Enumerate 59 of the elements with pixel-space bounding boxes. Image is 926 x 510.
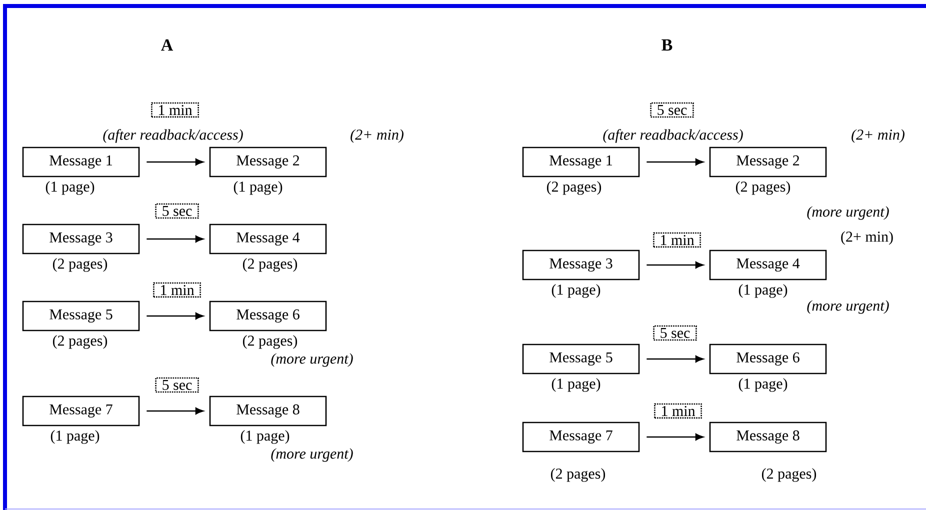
arrow bbox=[646, 262, 704, 268]
delay-condition: (after readback/access) bbox=[103, 129, 243, 143]
delay-box: 5 sec bbox=[155, 377, 199, 393]
page-count: (2 pages) bbox=[736, 181, 790, 195]
delay-note: (2+ min) bbox=[350, 129, 404, 143]
page-count: (1 page) bbox=[240, 430, 290, 444]
message-box: Message 5 bbox=[522, 344, 640, 374]
delay-box: 1 min bbox=[653, 232, 701, 248]
urgency-note: (more urgent) bbox=[271, 448, 353, 462]
page-count: (1 page) bbox=[552, 284, 600, 298]
urgency-note: (more urgent) bbox=[807, 206, 889, 220]
delay-box: 5 sec bbox=[650, 102, 694, 118]
message-box: Message 8 bbox=[709, 422, 827, 452]
urgency-note: (more urgent) bbox=[271, 353, 353, 367]
page-count: (2 pages) bbox=[242, 258, 298, 272]
message-box: Message 1 bbox=[522, 146, 640, 178]
panel-letter: A bbox=[161, 39, 174, 51]
delay-note: (2+ min) bbox=[852, 129, 904, 143]
message-box: Message 5 bbox=[22, 300, 140, 332]
message-box: Message 3 bbox=[22, 224, 140, 254]
message-box: Message 7 bbox=[522, 422, 640, 452]
message-box: Message 1 bbox=[22, 146, 140, 178]
arrow bbox=[146, 312, 204, 320]
panel-letter: B bbox=[662, 39, 672, 51]
page-count: (1 page) bbox=[552, 378, 600, 392]
arrow bbox=[146, 158, 204, 166]
message-box: Message 2 bbox=[709, 146, 827, 178]
page-count: (1 page) bbox=[50, 430, 100, 444]
page-count: (1 page) bbox=[234, 181, 282, 195]
arrow bbox=[146, 236, 204, 242]
page-count: (2 pages) bbox=[550, 468, 606, 482]
delay-box: 1 min bbox=[151, 102, 199, 118]
urgency-note: (more urgent) bbox=[807, 300, 889, 314]
delay-condition: (after readback/access) bbox=[603, 129, 743, 143]
page-count: (1 page) bbox=[46, 181, 94, 195]
message-box: Message 4 bbox=[209, 224, 327, 254]
message-box: Message 2 bbox=[209, 146, 327, 178]
message-box: Message 6 bbox=[709, 344, 827, 374]
page-count: (2 pages) bbox=[762, 468, 816, 482]
arrow bbox=[646, 356, 704, 362]
message-box: Message 7 bbox=[22, 396, 140, 426]
arrow bbox=[646, 158, 704, 166]
delay-box: 1 min bbox=[654, 403, 702, 419]
page-count: (2 pages) bbox=[52, 258, 108, 272]
delay-box: 5 sec bbox=[653, 325, 697, 341]
page-count: (2 pages) bbox=[546, 181, 602, 195]
page-count: (2 pages) bbox=[242, 335, 298, 349]
arrow bbox=[646, 434, 704, 440]
message-box: Message 8 bbox=[209, 396, 327, 426]
arrow bbox=[146, 408, 204, 414]
delay-note: (2+ min) bbox=[841, 231, 893, 245]
message-box: Message 6 bbox=[209, 300, 327, 332]
page-count: (1 page) bbox=[738, 378, 788, 392]
delay-box: 5 sec bbox=[155, 203, 199, 219]
delay-box: 1 min bbox=[153, 282, 201, 298]
message-box: Message 4 bbox=[709, 250, 827, 280]
page-count: (1 page) bbox=[738, 284, 788, 298]
message-box: Message 3 bbox=[522, 250, 640, 280]
page-count: (2 pages) bbox=[52, 335, 108, 349]
